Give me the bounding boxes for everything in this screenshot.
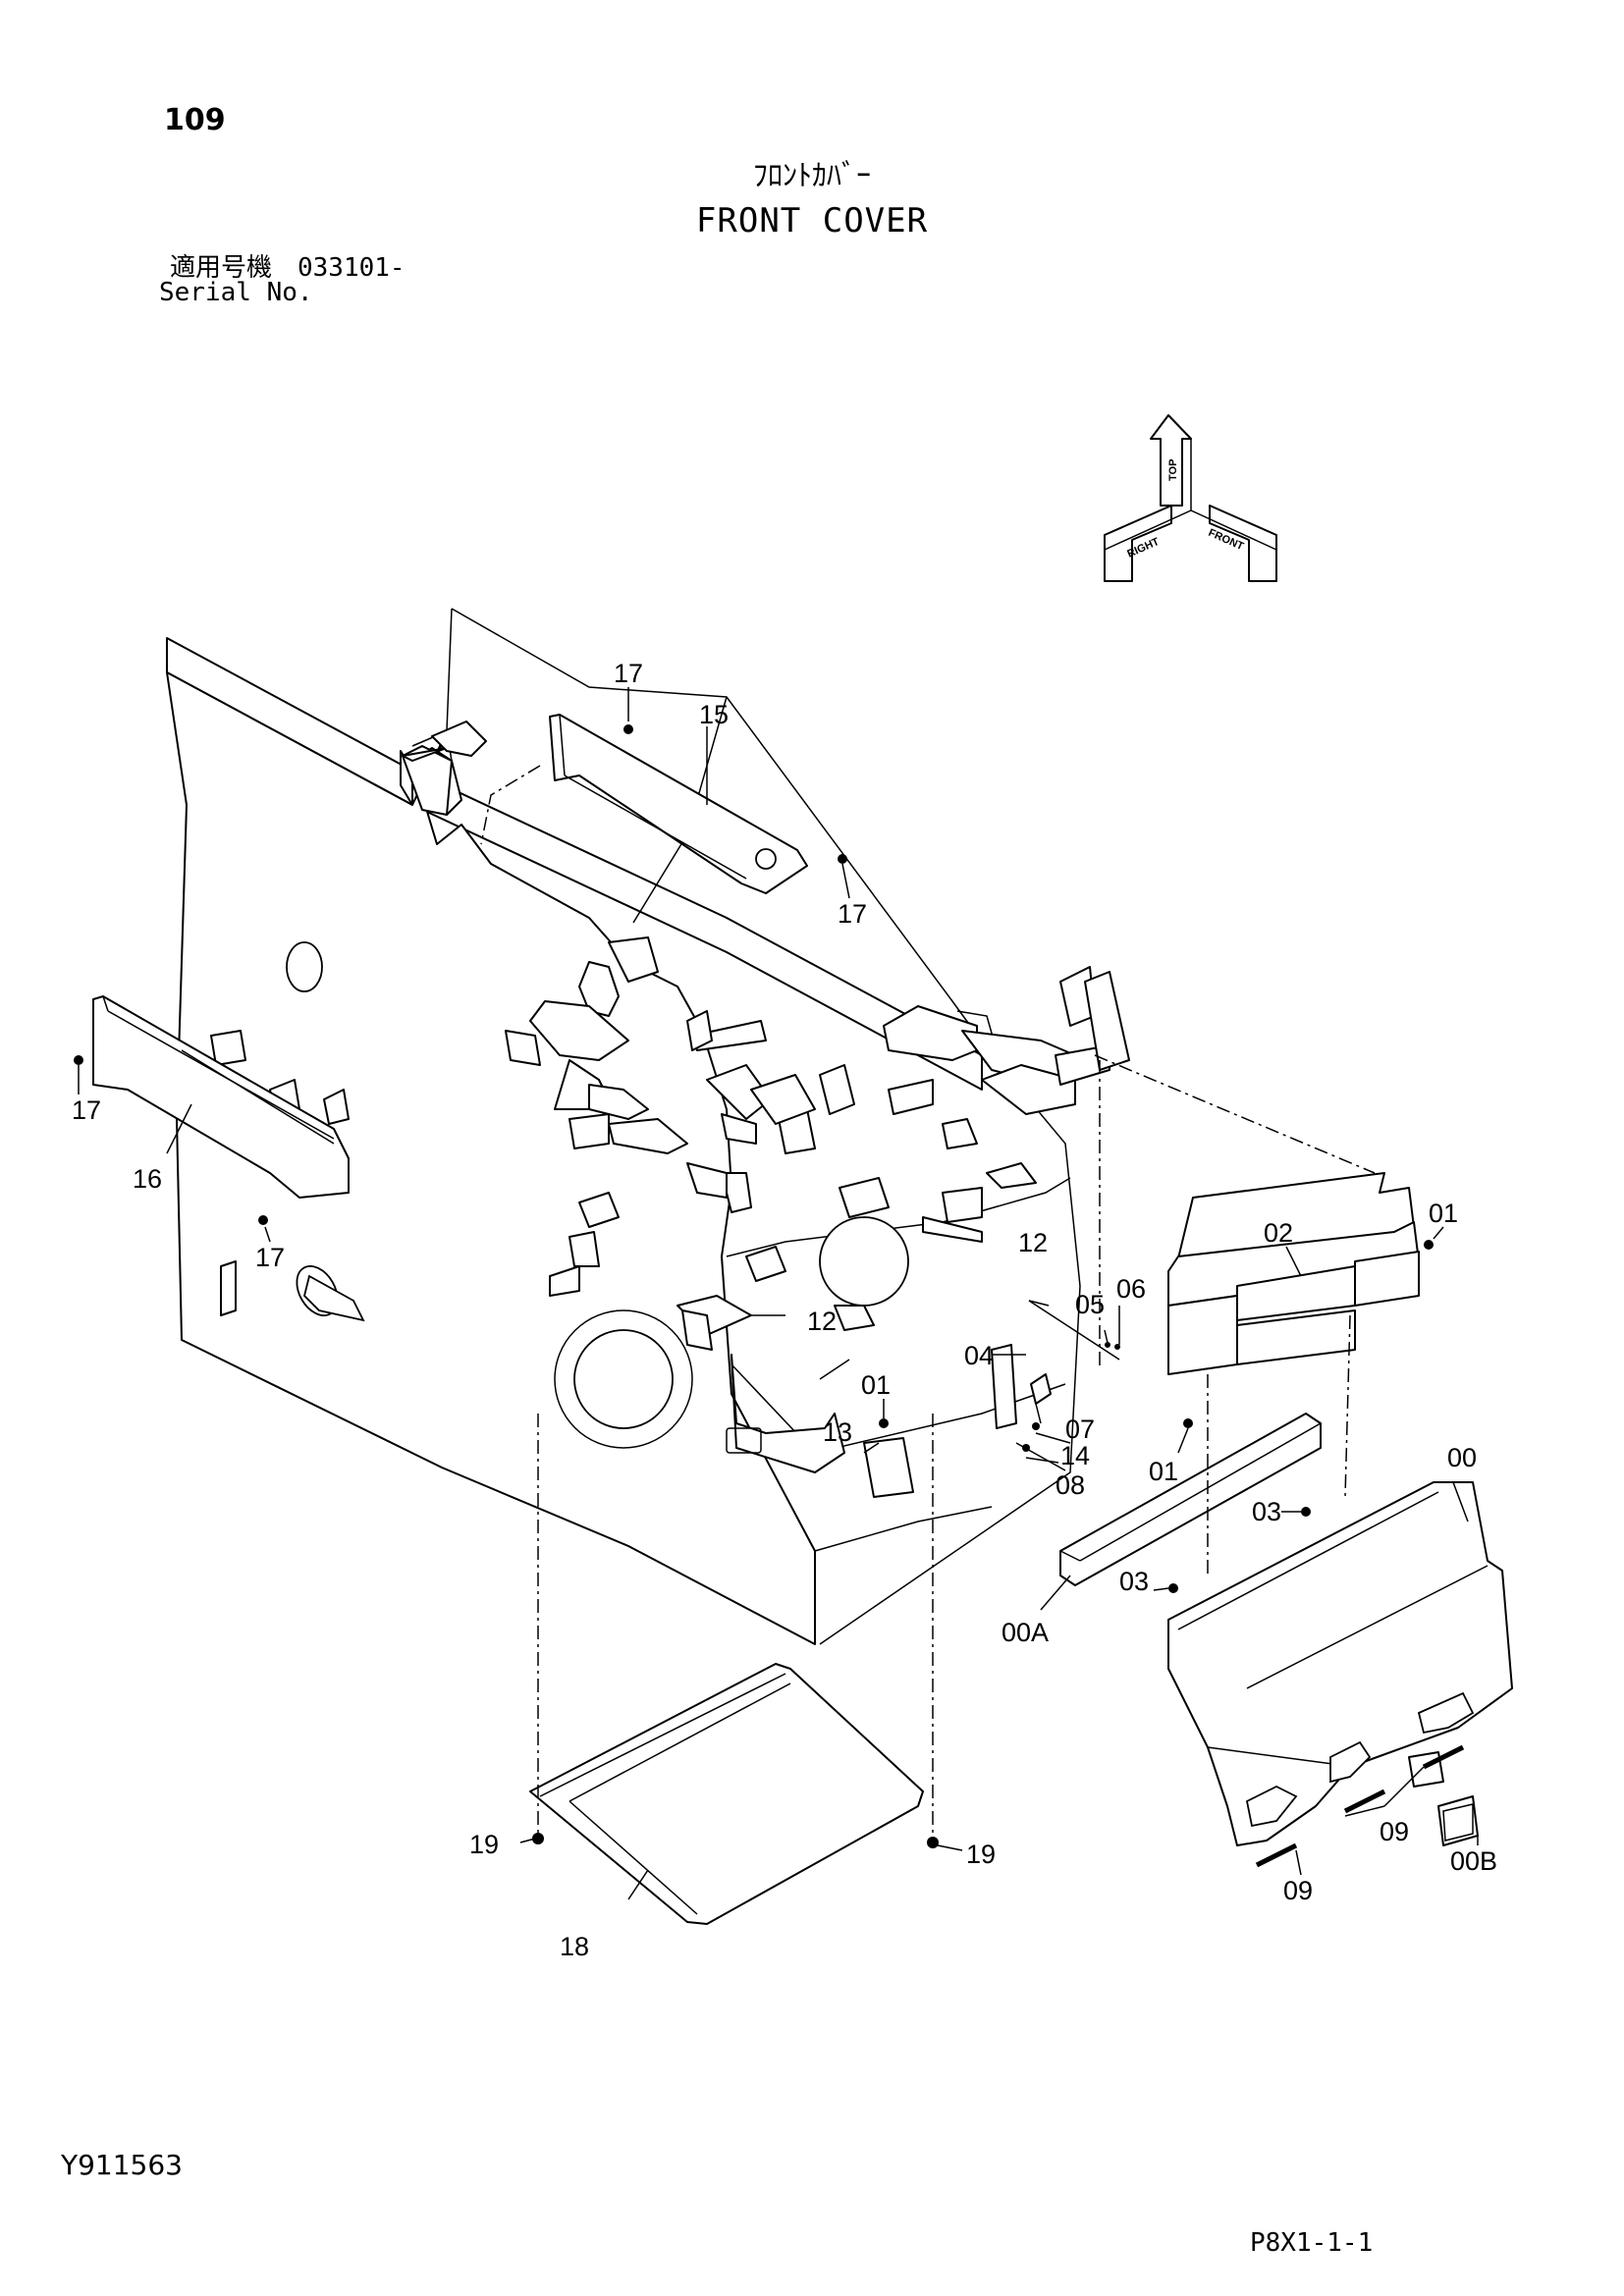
bottom-plate-18 (529, 1663, 924, 1925)
cover-00 (1167, 1481, 1513, 1846)
small-parts (74, 724, 1479, 1868)
callout-15: 15 (699, 700, 729, 729)
callout-19: 19 (966, 1840, 996, 1869)
rear-cover-15 (549, 714, 808, 894)
callout-00B: 00B (1450, 1846, 1497, 1876)
callout-01: 01 (861, 1370, 891, 1400)
document-id: Y911563 (61, 2149, 183, 2181)
callout-17: 17 (614, 659, 643, 688)
callout-09: 09 (1283, 1876, 1313, 1905)
callout-17: 17 (838, 899, 867, 929)
page-code: P8X1-1-1 (1250, 2228, 1374, 2258)
callout-08: 08 (1056, 1470, 1085, 1500)
callout-03: 03 (1252, 1497, 1281, 1526)
callout-06: 06 (1116, 1274, 1146, 1304)
assembly-lines (480, 765, 1376, 1842)
callout-00A: 00A (1001, 1618, 1049, 1647)
callout-13: 13 (823, 1417, 852, 1447)
callout-12: 12 (1018, 1228, 1048, 1257)
callout-17: 17 (72, 1095, 101, 1125)
callout-03: 03 (1119, 1567, 1149, 1596)
side-cover-16 (92, 995, 350, 1199)
orientation-label-top: TOP (1167, 459, 1179, 481)
orientation-icon: TOP RIGHT FRONT (1104, 414, 1277, 582)
serial-label: Serial No. (159, 278, 313, 307)
callout-07: 07 (1065, 1415, 1095, 1444)
callout-01: 01 (1429, 1199, 1458, 1228)
callout-00: 00 (1447, 1443, 1477, 1472)
callout-05: 05 (1075, 1290, 1105, 1319)
bar-00A (1059, 1413, 1322, 1586)
main-frame (166, 608, 1130, 1645)
callout-19: 19 (469, 1830, 499, 1859)
callout-09: 09 (1380, 1817, 1409, 1846)
page-title-japanese: ﾌﾛﾝﾄｶﾊﾞｰ (753, 159, 871, 193)
callout-01: 01 (1149, 1457, 1178, 1486)
callout-02: 02 (1264, 1218, 1293, 1248)
plate-02 (1167, 1172, 1420, 1375)
callout-17: 17 (255, 1243, 285, 1272)
callout-12: 12 (807, 1307, 837, 1336)
page-title: FRONT COVER (695, 201, 929, 240)
leader-lines (78, 687, 1479, 1900)
callout-18: 18 (560, 1932, 589, 1961)
callout-16: 16 (133, 1164, 162, 1194)
callout-04: 04 (964, 1341, 994, 1370)
page-number: 109 (164, 103, 226, 137)
callout-14: 14 (1060, 1441, 1090, 1470)
serial-applicability: 適用号機 033101- (170, 253, 406, 283)
callouts: 17 15 17 17 16 17 01 02 12 05 06 12 04 0… (72, 659, 1497, 1961)
